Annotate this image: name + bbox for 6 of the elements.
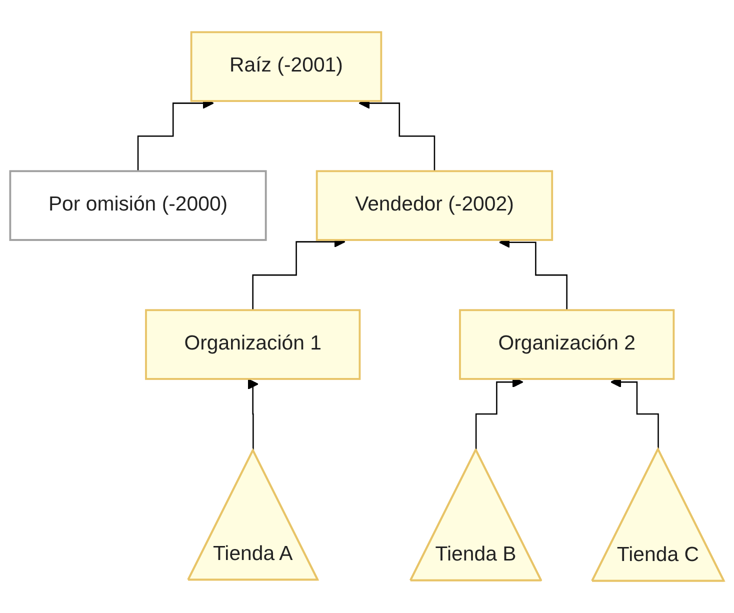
node-box: Organización 1 bbox=[145, 309, 361, 380]
node-box: Vendedor (-2002) bbox=[316, 170, 554, 241]
node-box: Por omisión (-2000) bbox=[9, 170, 267, 241]
node-box: Organización 2 bbox=[459, 309, 675, 380]
arrow bbox=[247, 378, 258, 452]
node-box: Raíz (-2001) bbox=[190, 31, 382, 102]
